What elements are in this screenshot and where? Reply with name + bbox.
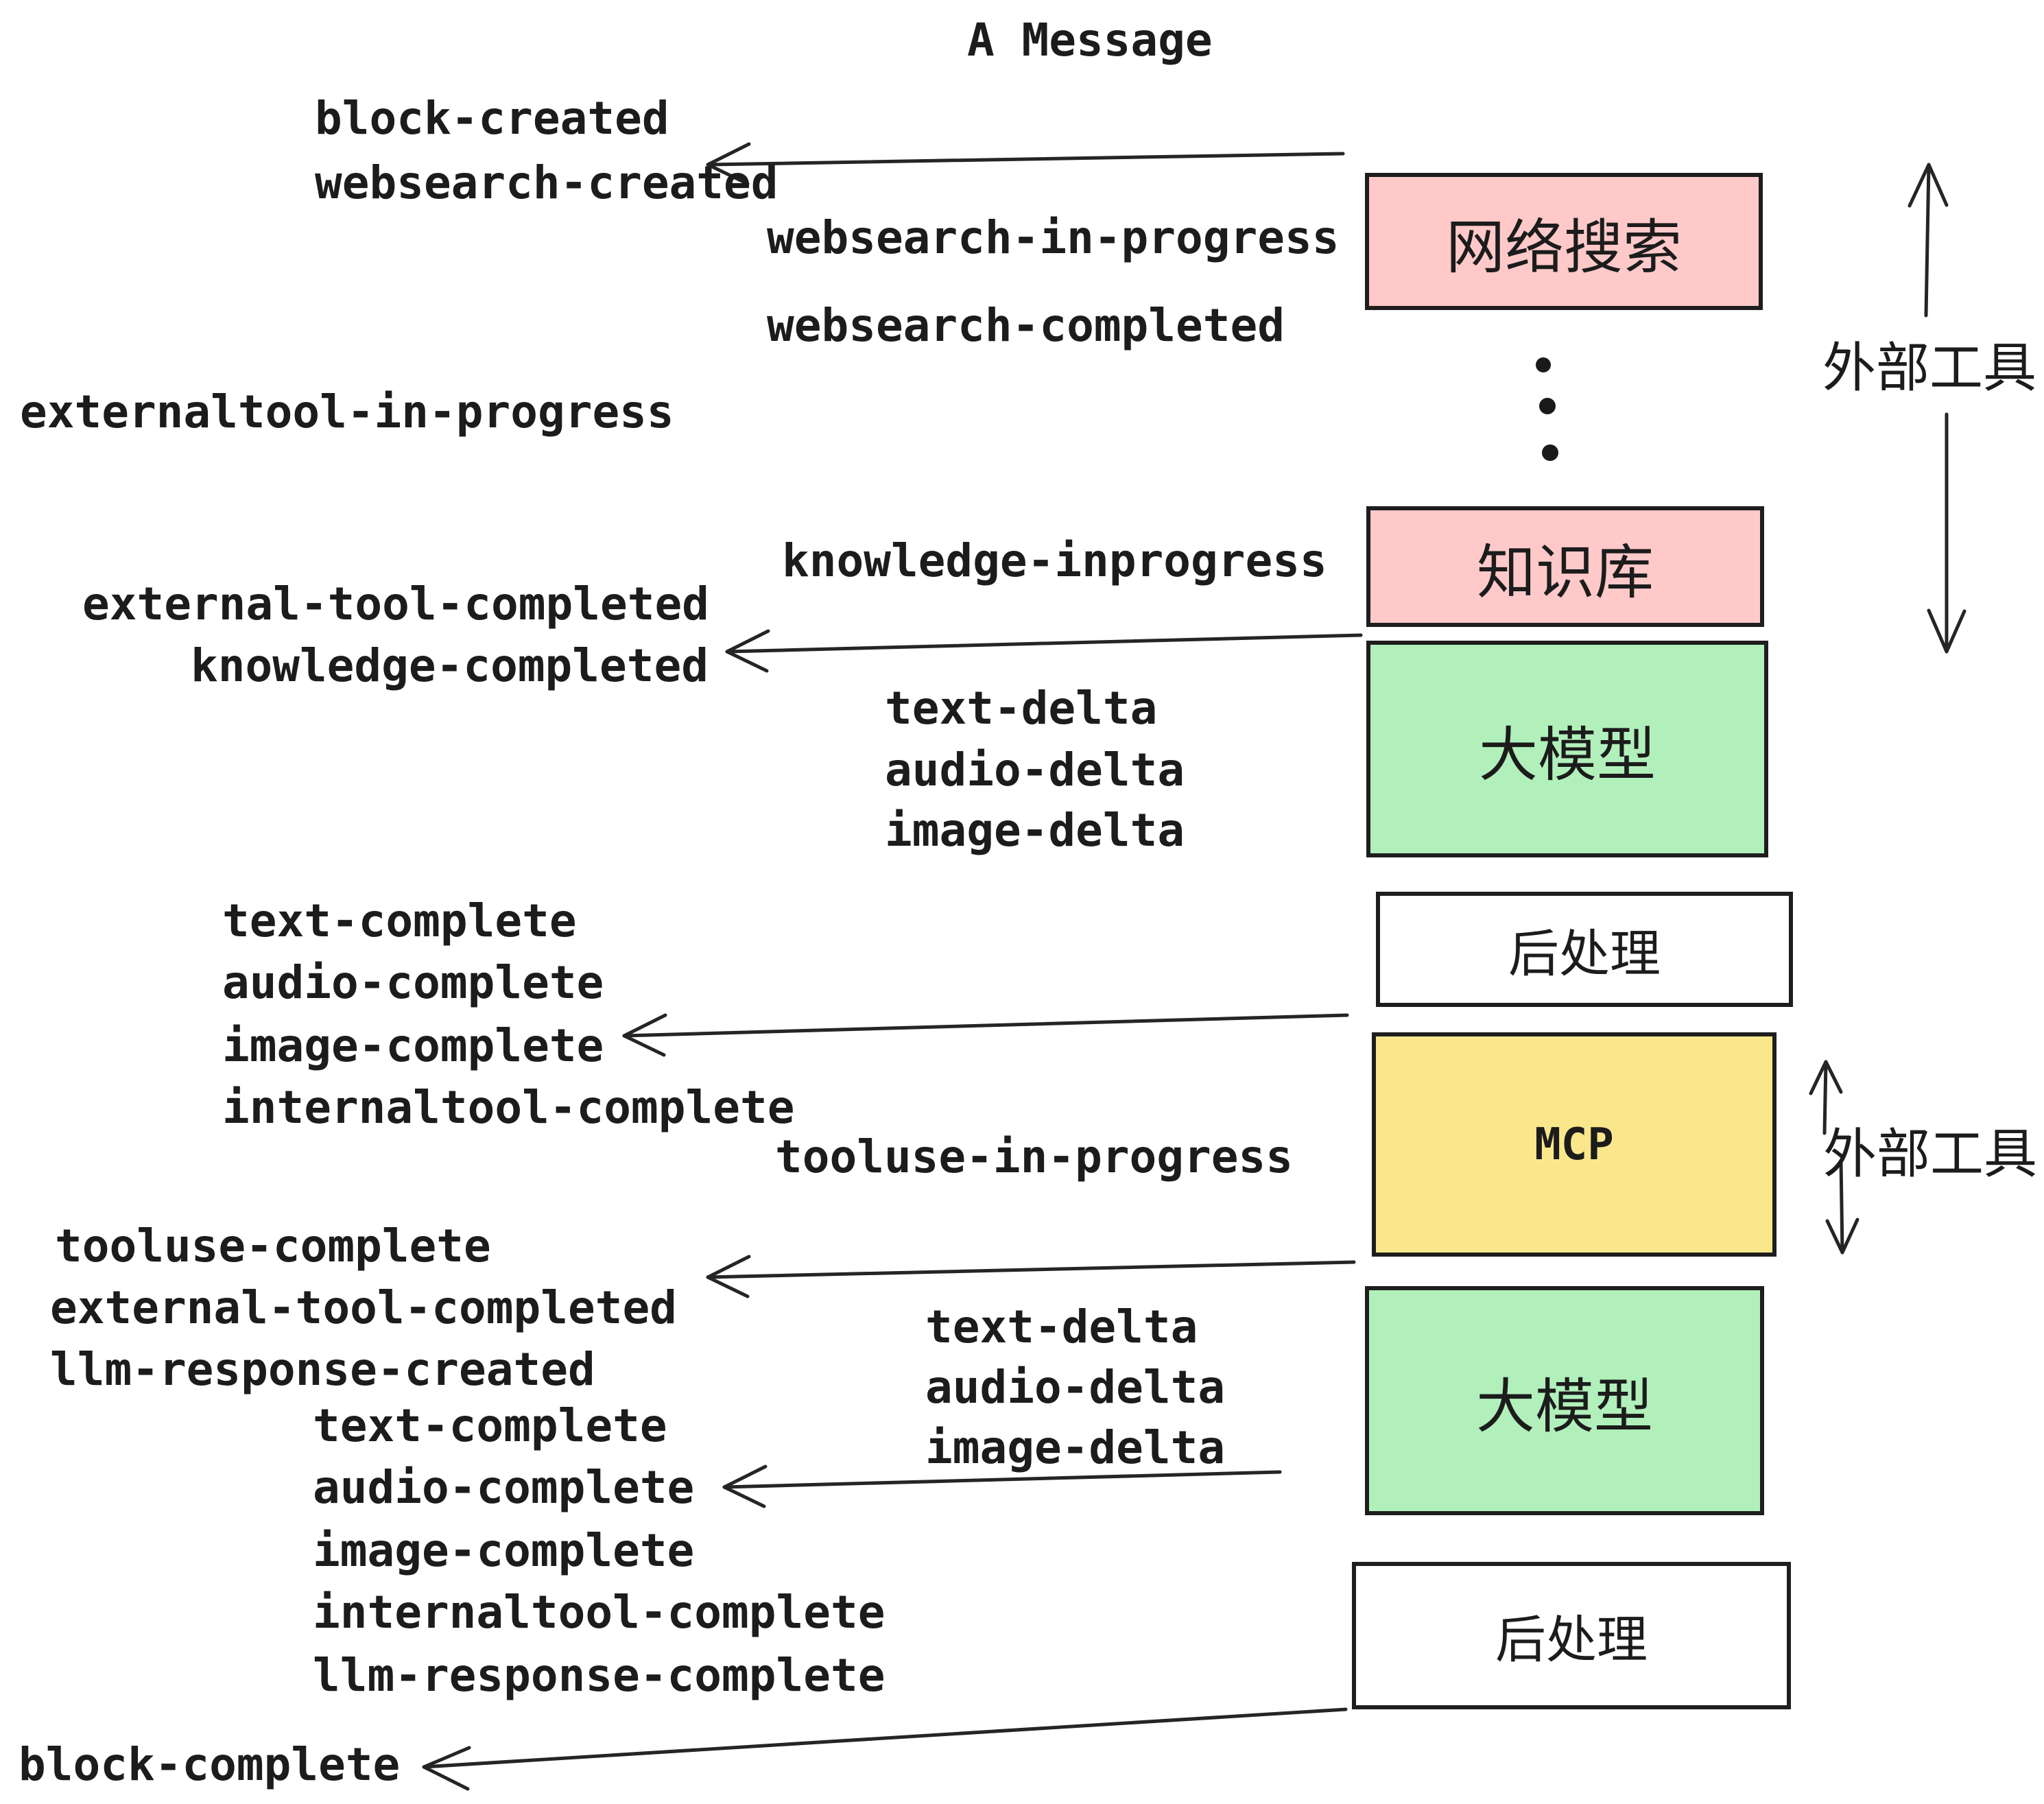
- event-audio-complete-1: audio-complete: [222, 956, 604, 1009]
- event-block-created: block-created: [315, 92, 669, 145]
- event-external-tool-completed-2: external-tool-completed: [50, 1281, 677, 1334]
- event-llm-response-complete: llm-response-complete: [313, 1649, 886, 1702]
- event-image-complete-2: image-complete: [313, 1524, 695, 1577]
- event-audio-delta-2: audio-delta: [925, 1361, 1226, 1414]
- event-image-delta-1: image-delta: [885, 804, 1185, 857]
- box-knowledge-base: 知识库: [1366, 506, 1764, 627]
- event-tooluse-complete: tooluse-complete: [55, 1220, 491, 1272]
- event-text-delta-2: text-delta: [925, 1301, 1198, 1353]
- ellipsis-dots: [1536, 357, 1558, 461]
- box-llm-1: 大模型: [1366, 641, 1768, 857]
- event-internaltool-complete-1: internaltool-complete: [222, 1081, 795, 1134]
- arrow-external-tools-down: [1927, 412, 1966, 654]
- box-llm-2: 大模型: [1365, 1286, 1764, 1515]
- event-audio-complete-2: audio-complete: [313, 1461, 695, 1514]
- event-websearch-in-progress: websearch-in-progress: [767, 211, 1340, 264]
- box-postprocess-1: 后处理: [1376, 892, 1793, 1007]
- event-block-complete: block-complete: [19, 1738, 401, 1791]
- event-knowledge-completed: knowledge-completed: [191, 639, 709, 692]
- event-externaltool-in-progress: externaltool-in-progress: [20, 385, 674, 438]
- event-text-complete-2: text-complete: [313, 1399, 667, 1452]
- arrow-websearch-to-created: [706, 142, 1345, 186]
- event-text-delta-1: text-delta: [885, 682, 1158, 735]
- box-postprocess-2: 后处理: [1352, 1562, 1791, 1709]
- label-external-tools-mcp: 外部工具: [1823, 1124, 2038, 1184]
- label-external-tools-top: 外部工具: [1822, 337, 2037, 398]
- arrow-external-tools-up: [1908, 163, 1949, 318]
- event-tooluse-in-progress: tooluse-in-progress: [775, 1130, 1293, 1183]
- event-websearch-created: websearch-created: [315, 156, 779, 209]
- event-llm-response-created: llm-response-created: [50, 1343, 595, 1396]
- arrow-to-block-complete: [422, 1707, 1348, 1791]
- arrow-to-image-complete: [622, 1013, 1349, 1057]
- diagram-title: A Message: [967, 14, 1213, 67]
- event-knowledge-inprogress: knowledge-inprogress: [782, 534, 1327, 587]
- event-audio-delta-1: audio-delta: [885, 744, 1185, 796]
- arrow-to-knowledge-completed: [725, 629, 1363, 673]
- box-websearch: 网络搜索: [1365, 173, 1763, 310]
- event-image-delta-2: image-delta: [925, 1421, 1226, 1474]
- box-mcp: MCP: [1372, 1032, 1776, 1257]
- event-websearch-completed: websearch-completed: [767, 299, 1285, 352]
- arrow-mcp-to-tooluse-complete: [706, 1255, 1356, 1298]
- event-text-complete-1: text-complete: [222, 894, 577, 947]
- event-image-complete-1: image-complete: [222, 1019, 604, 1072]
- event-internaltool-complete-2: internaltool-complete: [313, 1586, 886, 1639]
- event-external-tool-completed-1: external-tool-completed: [82, 578, 709, 630]
